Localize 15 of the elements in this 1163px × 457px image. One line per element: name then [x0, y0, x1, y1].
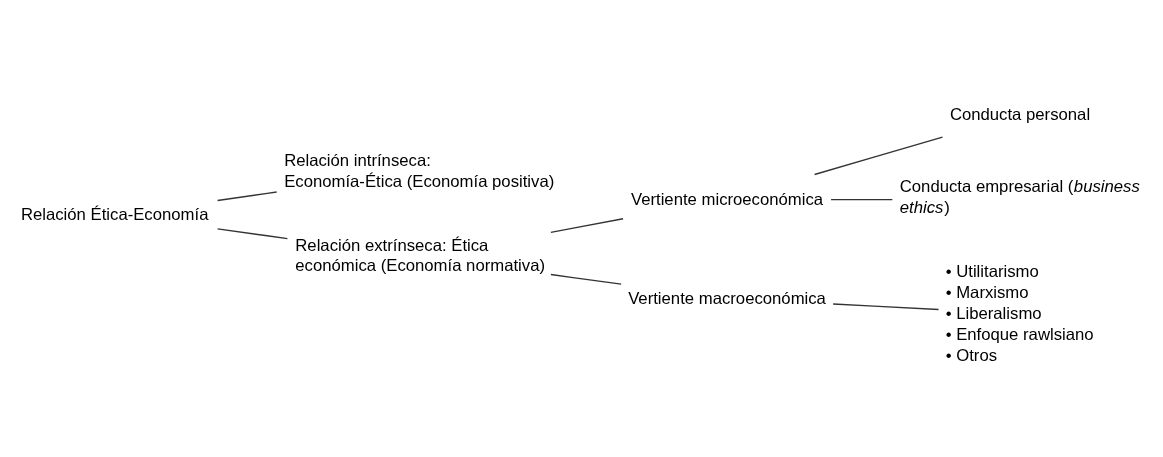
- connector: [216, 228, 289, 240]
- node-text: • Utilitarismo • Marxismo • Liberalismo • Enfoque rawlsiano • Otros: [945, 262, 1094, 365]
- connector: [830, 198, 893, 201]
- node-text: Relación intrínseca: Economía-Ética (Economía positiva): [284, 150, 555, 191]
- node-text: Conducta empresarial (business ethics): [899, 177, 1140, 217]
- node-text: Vertiente microeconómica: [630, 189, 824, 209]
- connector: [813, 136, 944, 176]
- connector: [550, 273, 622, 285]
- node-text: Conducta personal: [949, 104, 1091, 124]
- node-text: Vertiente macroeconómica: [628, 288, 826, 308]
- connector: [832, 303, 940, 311]
- connector: [550, 218, 624, 233]
- node-text: Relación Ética-Economía: [20, 204, 209, 224]
- connector: [216, 191, 278, 202]
- node-text: Relación extrínseca: Ética económica (Economía normativa): [295, 235, 546, 276]
